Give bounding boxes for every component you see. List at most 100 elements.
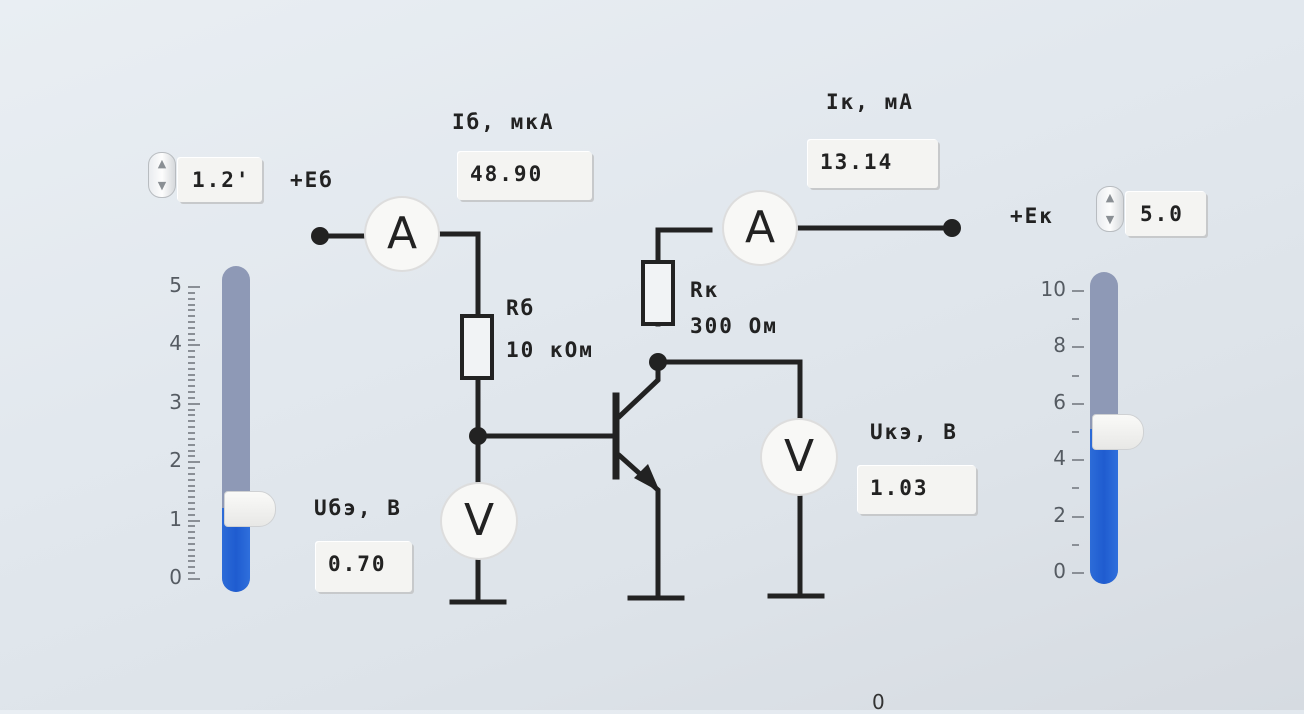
scale-minor-tick: [188, 332, 195, 335]
scale-major-tick: [1072, 290, 1084, 292]
scale-minor-tick: [188, 507, 195, 510]
bottom-mark: 0: [872, 690, 885, 714]
scale-minor-tick: [1072, 374, 1079, 377]
scale-minor-tick: [188, 542, 195, 545]
scale-minor-tick: [188, 531, 195, 534]
scale-minor-tick: [188, 525, 195, 528]
scale-minor-tick: [188, 548, 195, 551]
base-voltage-slider-thumb[interactable]: [224, 490, 276, 527]
scale-minor-tick: [188, 437, 195, 440]
collector-voltage-input[interactable]: 5.0: [1126, 192, 1206, 236]
scale-minor-tick: [188, 472, 195, 475]
spinner-down-icon[interactable]: ▼: [157, 179, 167, 192]
rk-value: 300 Ом: [690, 314, 778, 338]
base-supply-label: +Eб: [290, 168, 334, 192]
scale-minor-tick: [188, 426, 195, 429]
collector-emitter-voltage-value: 1.03: [870, 476, 929, 500]
scale-minor-tick: [188, 367, 195, 370]
collector-voltage-value: 5.0: [1140, 202, 1184, 226]
scale-tick-label: 4: [1053, 446, 1066, 471]
base-voltage-value: 1.2': [192, 168, 251, 192]
scale-minor-tick: [188, 350, 195, 353]
scale-tick-label: 2: [1053, 502, 1066, 527]
spinner-up-icon[interactable]: ▲: [1105, 191, 1115, 204]
collector-current-value: 13.14: [820, 150, 894, 174]
scale-minor-tick: [188, 373, 195, 376]
scale-minor-tick: [188, 420, 195, 423]
base-ammeter-icon: A: [366, 198, 438, 270]
scale-minor-tick: [188, 496, 195, 499]
scale-minor-tick: [1072, 431, 1079, 433]
scale-minor-tick: [188, 554, 195, 557]
base-voltage-input[interactable]: 1.2': [178, 158, 262, 202]
collector-current-readout: 13.14: [808, 140, 938, 188]
scale-minor-tick: [188, 297, 195, 300]
base-emitter-voltage-title: Uбэ, В: [314, 496, 402, 520]
spinner-up-icon[interactable]: ▲: [157, 157, 167, 170]
scale-minor-tick: [188, 490, 195, 493]
scale-minor-tick: [188, 326, 195, 329]
scale-minor-tick: [188, 291, 195, 294]
scale-major-tick: [188, 578, 200, 580]
scale-minor-tick: [188, 467, 195, 470]
base-emitter-voltage-value: 0.70: [328, 552, 387, 576]
scale-tick-label: 6: [1053, 389, 1066, 414]
collector-voltage-spinner[interactable]: ▲ ▼: [1096, 186, 1124, 232]
scale-minor-tick: [188, 315, 195, 318]
scale-major-tick: [1072, 402, 1084, 405]
scale-tick-label: 4: [169, 331, 182, 356]
base-voltmeter-symbol: V: [463, 495, 495, 546]
scale-major-tick: [1072, 515, 1084, 518]
base-current-title: Iб, мкА: [452, 110, 555, 134]
scale-minor-tick: [188, 414, 195, 417]
scale-minor-tick: [188, 572, 195, 575]
base-voltmeter-icon: V: [442, 484, 516, 558]
scale-tick-label: 10: [1040, 277, 1066, 301]
scale-major-tick: [1072, 459, 1084, 462]
scale-tick-label: 3: [169, 389, 182, 414]
spinner-down-icon[interactable]: ▼: [1105, 213, 1115, 226]
scale-major-tick: [188, 519, 200, 522]
scale-minor-tick: [188, 338, 195, 341]
scale-minor-tick: [188, 537, 195, 540]
scale-minor-tick: [188, 379, 195, 382]
scale-tick-label: 8: [1053, 333, 1066, 358]
scale-minor-tick: [188, 385, 195, 388]
scale-minor-tick: [188, 455, 195, 458]
scale-minor-tick: [188, 478, 195, 481]
base-current-value: 48.90: [470, 162, 544, 186]
scale-tick-label: 0: [169, 565, 182, 589]
scale-tick-label: 1: [169, 506, 182, 531]
base-voltage-spinner[interactable]: ▲ ▼: [148, 152, 176, 198]
scale-minor-tick: [188, 309, 195, 312]
collector-emitter-voltage-readout: 1.03: [858, 466, 976, 514]
collector-emitter-voltage-title: Uкэ, В: [870, 420, 958, 444]
scale-minor-tick: [188, 502, 195, 505]
base-ammeter-symbol: A: [386, 208, 418, 259]
scale-major-tick: [188, 344, 200, 347]
scale-minor-tick: [188, 361, 195, 364]
scale-tick-label: 2: [169, 448, 182, 473]
scale-major-tick: [1072, 572, 1084, 574]
scale-tick-label: 5: [169, 273, 182, 297]
base-voltage-slider-track[interactable]: [222, 266, 250, 592]
scale-minor-tick: [188, 356, 195, 359]
scale-minor-tick: [188, 449, 195, 452]
scale-minor-tick: [1072, 543, 1079, 546]
scale-major-tick: [188, 286, 200, 288]
collector-ammeter-symbol: A: [744, 202, 776, 253]
scale-minor-tick: [188, 321, 195, 324]
collector-supply-label: +Eк: [1010, 204, 1054, 228]
scale-major-tick: [188, 461, 200, 464]
base-emitter-voltage-readout: 0.70: [316, 542, 412, 592]
collector-voltmeter-icon: V: [762, 420, 836, 494]
scale-minor-tick: [188, 560, 195, 563]
scale-minor-tick: [188, 408, 195, 411]
collector-voltage-slider-thumb[interactable]: [1092, 414, 1144, 450]
rb-value: 10 кОм: [506, 338, 594, 362]
scale-major-tick: [188, 402, 200, 405]
scale-minor-tick: [188, 443, 195, 446]
base-current-readout: 48.90: [458, 152, 592, 200]
rb-name: Rб: [506, 296, 536, 320]
scale-minor-tick: [188, 566, 195, 569]
